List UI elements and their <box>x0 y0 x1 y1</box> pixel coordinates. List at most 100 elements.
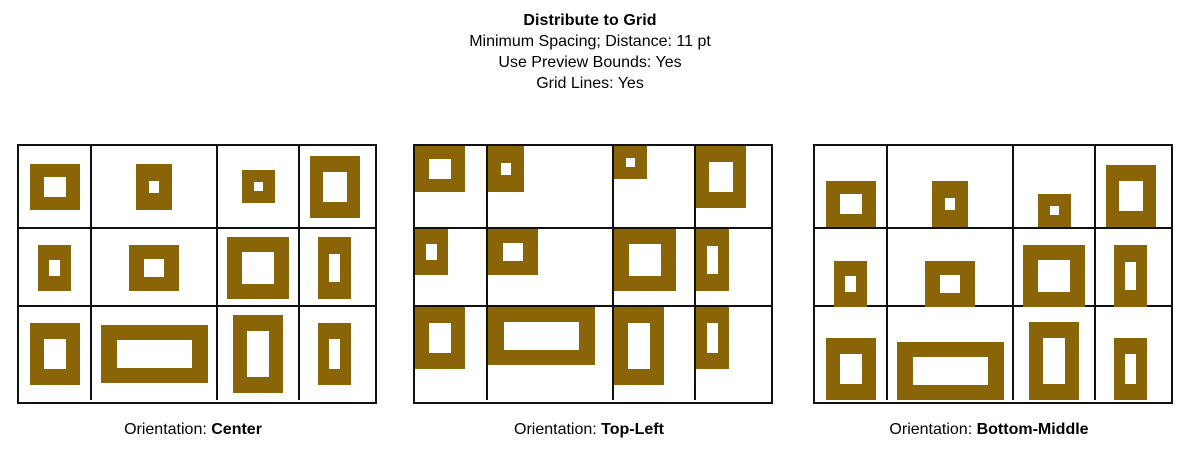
grid-cell-r3-c2[interactable] <box>486 307 612 400</box>
grid-cell-r3-c3[interactable] <box>1012 307 1094 400</box>
shape-rect-r3-c2[interactable] <box>896 342 1004 400</box>
grid-cell-r3-c2[interactable] <box>90 307 216 400</box>
grid-cell-r3-c1[interactable] <box>815 307 886 400</box>
grid-cell-r1-c1[interactable] <box>815 146 886 227</box>
shape-rect-r2-c3[interactable] <box>1023 245 1085 307</box>
caption-label: Orientation: <box>514 421 602 438</box>
grid-cell-r3-c1[interactable] <box>415 307 486 400</box>
grid-row <box>19 305 375 400</box>
shape-rect-r1-c2[interactable] <box>136 163 172 210</box>
shape-rect-r3-c3[interactable] <box>1029 322 1079 400</box>
grid-cell-r1-c1[interactable] <box>19 146 90 227</box>
shape-rect-r3-c4[interactable] <box>696 307 729 369</box>
shape-rect-r2-c1[interactable] <box>415 229 448 275</box>
shape-rect-r2-c4[interactable] <box>696 229 729 291</box>
grid-row <box>815 146 1171 227</box>
shape-rect-r3-c1[interactable] <box>29 322 80 385</box>
grid-row <box>815 305 1171 400</box>
shape-rect-r1-c1[interactable] <box>825 181 876 227</box>
grid-cell-r1-c4[interactable] <box>1094 146 1165 227</box>
shape-rect-r2-c1[interactable] <box>38 245 71 291</box>
grid-cell-r1-c4[interactable] <box>298 146 369 227</box>
shape-rect-r3-c1[interactable] <box>825 338 876 400</box>
shape-rect-r2-c4[interactable] <box>318 237 351 299</box>
shape-rect-r3-c1[interactable] <box>415 307 465 369</box>
grid-cell-r2-c1[interactable] <box>815 229 886 307</box>
grid-cell-r2-c2[interactable] <box>90 229 216 307</box>
caption-bottom-middle: Orientation: Bottom-Middle <box>813 421 1165 439</box>
grid-cell-r3-c3[interactable] <box>216 307 298 400</box>
shape-rect-r2-c2[interactable] <box>129 245 179 291</box>
grid-cell-r1-c3[interactable] <box>612 146 694 227</box>
shape-rect-r2-c4[interactable] <box>1114 245 1147 307</box>
grid-cell-r2-c2[interactable] <box>886 229 1012 307</box>
shape-rect-r1-c4[interactable] <box>1105 165 1156 227</box>
caption-label: Orientation: <box>124 421 212 438</box>
shape-rect-r1-c1[interactable] <box>415 146 465 192</box>
panel-bottom-middle <box>813 144 1173 404</box>
shape-rect-r1-c4[interactable] <box>309 155 360 218</box>
grid-cell-r3-c4[interactable] <box>694 307 765 400</box>
caption-label: Orientation: <box>889 421 977 438</box>
shape-rect-r1-c2[interactable] <box>488 146 524 192</box>
grid-center <box>17 144 377 404</box>
grid-cell-r3-c3[interactable] <box>612 307 694 400</box>
header-block: Distribute to Grid Minimum Spacing; Dist… <box>0 10 1180 94</box>
panel-top-left <box>413 144 773 404</box>
grid-cell-r2-c3[interactable] <box>612 229 694 307</box>
grid-cell-r1-c2[interactable] <box>90 146 216 227</box>
grid-row <box>19 146 375 227</box>
grid-row <box>415 305 771 400</box>
grid-cell-r1-c2[interactable] <box>486 146 612 227</box>
grid-cell-r1-c1[interactable] <box>415 146 486 227</box>
shape-rect-r3-c2[interactable] <box>488 307 595 365</box>
shape-rect-r2-c2[interactable] <box>925 261 975 307</box>
grid-cell-r3-c1[interactable] <box>19 307 90 400</box>
caption-top-left: Orientation: Top-Left <box>413 421 765 439</box>
shape-rect-r3-c3[interactable] <box>233 314 283 393</box>
caption-center: Orientation: Center <box>17 421 369 439</box>
grid-cell-r2-c1[interactable] <box>415 229 486 307</box>
grid-row <box>415 146 771 227</box>
grid-cell-r2-c3[interactable] <box>216 229 298 307</box>
header-spacing-line: Minimum Spacing; Distance: 11 pt <box>469 33 711 51</box>
grid-cell-r2-c4[interactable] <box>694 229 765 307</box>
grid-cell-r1-c4[interactable] <box>694 146 765 227</box>
grid-row <box>815 227 1171 307</box>
shape-rect-r1-c3[interactable] <box>1037 194 1071 227</box>
shape-rect-r3-c4[interactable] <box>1114 338 1147 400</box>
grid-top-left <box>413 144 773 404</box>
grid-cell-r2-c1[interactable] <box>19 229 90 307</box>
grid-cell-r1-c2[interactable] <box>886 146 1012 227</box>
shape-rect-r1-c4[interactable] <box>696 146 746 208</box>
shape-rect-r2-c3[interactable] <box>614 229 676 291</box>
grid-row <box>19 227 375 307</box>
shape-rect-r1-c2[interactable] <box>932 181 968 227</box>
grid-cell-r2-c2[interactable] <box>486 229 612 307</box>
shape-rect-r1-c1[interactable] <box>29 163 80 210</box>
shape-rect-r3-c3[interactable] <box>614 307 664 385</box>
shape-rect-r2-c3[interactable] <box>227 237 289 299</box>
grid-cell-r2-c4[interactable] <box>298 229 369 307</box>
grid-cell-r3-c2[interactable] <box>886 307 1012 400</box>
shape-rect-r2-c1[interactable] <box>834 261 867 307</box>
shape-rect-r3-c2[interactable] <box>100 324 208 383</box>
grid-row <box>415 227 771 307</box>
shape-rect-r3-c4[interactable] <box>318 322 351 385</box>
page-title: Distribute to Grid <box>523 12 657 29</box>
grid-cell-r2-c4[interactable] <box>1094 229 1165 307</box>
grid-bottom-middle <box>813 144 1173 404</box>
grid-cell-r1-c3[interactable] <box>216 146 298 227</box>
grid-cell-r2-c3[interactable] <box>1012 229 1094 307</box>
shape-rect-r1-c3[interactable] <box>614 146 647 179</box>
caption-orientation-value: Bottom-Middle <box>976 421 1089 438</box>
grid-cell-r3-c4[interactable] <box>298 307 369 400</box>
shape-rect-r1-c3[interactable] <box>241 170 275 203</box>
header-grid-lines-line: Grid Lines: Yes <box>536 75 644 93</box>
caption-orientation-value: Top-Left <box>601 421 664 438</box>
header-preview-bounds-line: Use Preview Bounds: Yes <box>498 54 682 72</box>
grid-cell-r1-c3[interactable] <box>1012 146 1094 227</box>
shape-rect-r2-c2[interactable] <box>488 229 538 275</box>
panel-center <box>17 144 377 404</box>
grid-cell-r3-c4[interactable] <box>1094 307 1165 400</box>
